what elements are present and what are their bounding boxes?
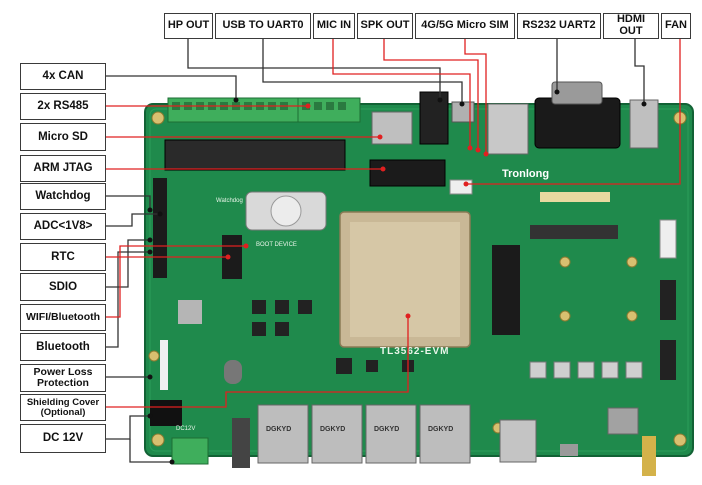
- label-4g5g-sim: 4G/5G Micro SIM: [415, 13, 515, 39]
- left-pin-header: [153, 178, 167, 278]
- dc-silk: DC12V: [176, 426, 196, 432]
- label-shielding-cover: Shielding Cover (Optional): [20, 394, 106, 421]
- label-rs232-uart2: RS232 UART2: [517, 13, 601, 39]
- mounting-holes: [148, 111, 687, 447]
- header-strip-top: [164, 139, 346, 171]
- label-watchdog: Watchdog: [20, 183, 106, 210]
- label-micro-sd: Micro SD: [20, 123, 106, 151]
- label-fan: FAN: [661, 13, 691, 39]
- leader-dc-2: [129, 439, 172, 463]
- power-switch: [232, 418, 250, 468]
- leader-adc: [106, 213, 160, 227]
- push-buttons: [529, 361, 643, 379]
- m2-slot: [492, 245, 520, 335]
- label-usb-to-uart0: USB TO UART0: [215, 13, 311, 39]
- label-4x-can: 4x CAN: [20, 63, 106, 90]
- leader-sdio: [106, 239, 150, 288]
- hdmi-connector: [629, 99, 659, 149]
- pcb-strip: [160, 340, 168, 390]
- label-arm-jtag: ARM JTAG: [20, 155, 106, 182]
- wifi-module: [607, 407, 639, 435]
- dc-terminal: [171, 437, 209, 465]
- label-spk-out: SPK OUT: [357, 13, 413, 39]
- leader-bluetooth: [106, 251, 150, 348]
- leader-fan: [466, 39, 681, 185]
- audio-jack: [419, 91, 449, 145]
- ethernet-jacks: [257, 404, 471, 464]
- label-bluetooth: Bluetooth: [20, 333, 106, 361]
- label-wifi-bluetooth: WIFI/Bluetooth: [20, 304, 106, 331]
- watchdog-silk: Watchdog: [216, 198, 243, 204]
- lcd-connector: [530, 225, 618, 239]
- right-ffc-2: [660, 280, 676, 320]
- ethernet-label-4: DGKYD: [428, 426, 454, 433]
- ic-chips: [178, 300, 414, 374]
- label-dc-12v: DC 12V: [20, 424, 106, 453]
- leader-watchdog: [106, 195, 151, 210]
- leader-hdmi: [634, 39, 645, 104]
- leader-shield: [106, 316, 409, 408]
- antenna: [642, 436, 656, 476]
- boot-silk: BOOT DEVICE: [256, 242, 297, 248]
- right-ffc-3: [660, 340, 676, 380]
- label-adc: ADC<1V8>: [20, 213, 106, 240]
- leader-sim: [464, 39, 487, 154]
- label-mic-in: MIC IN: [313, 13, 355, 39]
- ethernet-label-2: DGKYD: [320, 426, 346, 433]
- leader-dc: [106, 415, 150, 440]
- usb-c-port: [560, 444, 578, 456]
- right-ffc-1: [659, 219, 677, 259]
- dc-jack: [150, 400, 182, 426]
- arm-jtag-header: [369, 159, 446, 187]
- leader-mic-in: [332, 39, 471, 148]
- leader-wifi: [106, 245, 246, 318]
- pcb-inner-shade: [149, 108, 689, 452]
- label-sdio: SDIO: [20, 273, 106, 301]
- leader-can: [106, 75, 237, 100]
- fpc-connector-top: [540, 192, 610, 202]
- label-hp-out: HP OUT: [164, 13, 213, 39]
- leader-spk-out: [383, 39, 479, 150]
- label-hdmi-out: HDMI OUT: [603, 13, 659, 39]
- label-rtc: RTC: [20, 243, 106, 271]
- ethernet-label-3: DGKYD: [374, 426, 400, 433]
- ethernet-label-1: DGKYD: [266, 426, 292, 433]
- som-label: TL3562-EVM: [380, 346, 450, 357]
- label-power-loss-protection: Power Loss Protection: [20, 364, 106, 392]
- label-2x-rs485: 2x RS485: [20, 93, 106, 120]
- leader-hp-out: [187, 39, 441, 100]
- leader-usb-uart: [262, 39, 463, 104]
- sim-slot: [487, 103, 529, 155]
- capacitor: [224, 360, 242, 384]
- brand-logo: Tronlong: [502, 168, 550, 180]
- usb-port: [499, 419, 537, 463]
